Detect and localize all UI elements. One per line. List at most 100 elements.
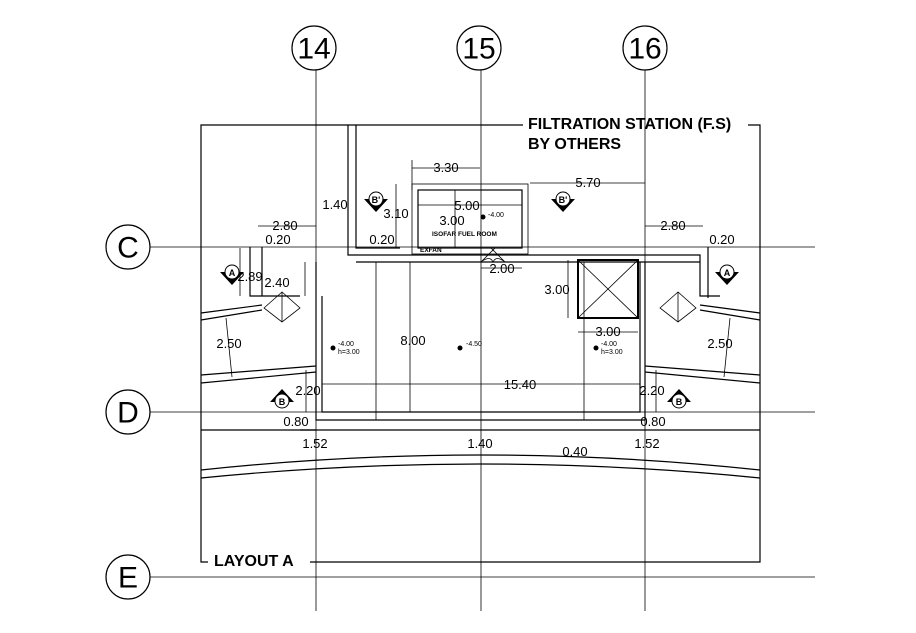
level-markers-part: -4.00 [338,341,354,348]
fuel-room-part [417,189,523,249]
shaft-box [577,259,639,319]
walls-part [200,365,317,376]
dimension-labels-part: 1.52 [634,436,659,451]
level-markers-part: -4.50 [466,341,482,348]
grid-bubble-16: 16 [622,25,668,71]
level-markers-part [457,345,463,351]
section-marker-a-left-part: A [229,268,236,278]
walls-part [644,371,761,384]
dimension-labels-part: 2.50 [216,336,241,351]
section-marker-b-left-part: B [279,397,286,407]
layout-boundary-part [310,124,761,563]
dimension-labels-part: 2.20 [295,383,320,398]
walls [200,125,761,479]
walls-part [644,365,761,376]
grid-bubble-c: C [105,224,151,270]
section-marker-b-prime-right-part: B' [559,195,568,205]
level-markers-part: -4.00 [488,212,504,219]
walls-part [321,262,641,413]
section-marker-b-prime-left-part: B' [372,195,381,205]
grid-bubble-d-part: D [117,397,139,430]
shaft-box-part [577,259,639,319]
dimension-labels-part: 2.80 [660,218,685,233]
dimension-labels-part: 1.40 [467,436,492,451]
walls-part [699,304,761,314]
door-right [659,291,697,323]
section-marker-a-right: A [715,264,739,285]
station-title: FILTRATION STATION (F.S) [528,116,731,133]
dimension-labels-part: 0.20 [369,232,394,247]
level-markers-part [593,345,599,351]
grid-bubble-e: E [105,554,151,600]
dimension-labels-part: 1.52 [302,436,327,451]
walls-part [200,371,317,384]
dimension-labels-part: 5.70 [575,175,600,190]
grid-bubble-d-part [105,389,151,435]
door-left [263,291,301,323]
level-markers-part: h=3.00 [338,349,360,356]
level-markers-part [330,345,336,351]
dimension-labels-part: 3.30 [433,160,458,175]
dimension-labels-part: 2.00 [489,261,514,276]
walls-part [200,309,263,321]
grid-bubble-14: 14 [291,25,337,71]
grid-bubble-d: D [105,389,151,435]
dimension-labels-part: 2.40 [264,275,289,290]
grid-bubble-e-part [105,554,151,600]
grid-bubble-c-part [105,224,151,270]
section-marker-b-prime-right: B' [551,191,575,212]
walls-part [249,247,262,297]
grid-bubble-c-part: C [117,232,139,265]
level-markers-part [480,214,486,220]
dimension-labels-part: 1.40 [322,197,347,212]
dimension-labels-part: 5.00 [454,198,479,213]
dimension-labels-part: 0.20 [265,232,290,247]
section-marker-b-right-part [671,393,687,409]
dimension-labels-part: 2.80 [272,218,297,233]
dimension-labels-part: 2.89 [237,269,262,284]
section-marker-a-right-part [719,264,735,280]
section-marker-a-left: A [220,264,244,285]
walls-part [200,454,761,471]
shaft-box-part [577,259,639,319]
dimension-labels-part: 3.00 [544,282,569,297]
door-left-part [263,291,301,323]
walls-part [200,304,263,314]
dimension-labels-part: 0.80 [640,414,665,429]
dimension-labels: 3.30 5.70 5.00 3.10 3.00 1.40 2.80 0.20 … [216,160,734,459]
walls-part [347,125,701,258]
dimension-labels-part: 0.80 [283,414,308,429]
level-markers-part: h=3.00 [601,349,623,356]
section-marker-b-prime-left: B' [364,191,388,212]
grid-bubble-15: 15 [456,25,502,71]
walls-part [355,125,400,249]
dimension-labels-part: 0.20 [709,232,734,247]
dimension-lines-part [723,317,731,378]
section-marker-b-right-part: B [676,397,683,407]
grid-bubble-16-part: 16 [628,33,661,66]
dimension-labels-part: 3.10 [383,206,408,221]
grid-bubble-14-part: 14 [297,33,330,66]
dimension-lines-part [225,317,233,378]
dimension-labels-part: 2.50 [707,336,732,351]
section-marker-b-left: B [270,389,294,409]
grid-bubble-15-part [456,25,502,71]
grid-bubble-14-part [291,25,337,71]
section-marker-b-left-part [274,393,290,409]
dimension-labels-part: 8.00 [400,333,425,348]
station-subtitle: BY OTHERS [528,136,621,153]
layout-boundary-part [200,124,523,563]
dimension-labels-part: 3.00 [439,213,464,228]
grid-bubble-16-part [622,25,668,71]
dimension-lines [225,160,731,412]
fuel-room [411,183,529,264]
dimension-labels-part: 15.40 [504,377,537,392]
dimension-labels-part: 3.00 [595,324,620,339]
layout-boundary [200,124,761,563]
grid-bubble-e-part: E [118,562,138,595]
section-marker-b-prime-right-part [555,191,571,207]
section-marker-b-right: B [667,389,691,409]
section-marker-b-prime-left-part [368,191,384,207]
